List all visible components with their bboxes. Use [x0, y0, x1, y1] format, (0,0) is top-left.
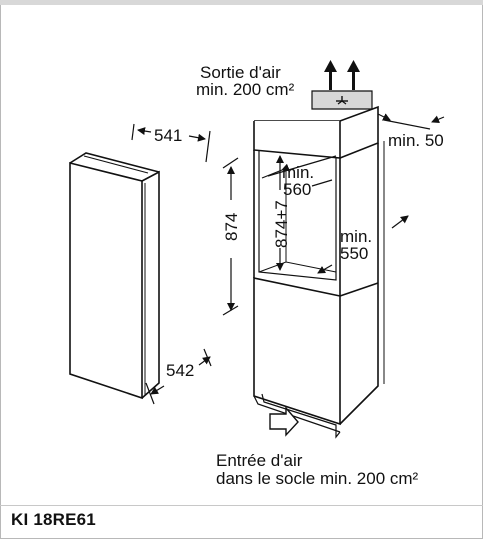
inlet-label-line1: Entrée d'air [216, 451, 303, 470]
top-bar [0, 0, 483, 5]
inlet-arrow [269, 406, 299, 437]
outlet-arrows [324, 60, 360, 90]
dim-width-bottom [145, 348, 212, 405]
footer-divider [0, 505, 483, 506]
width-bottom-label: 542 [166, 361, 194, 380]
installation-diagram: Sortie d'air min. 200 cm² 541 542 874 87… [69, 60, 445, 488]
inlet-label-line2: dans le socle min. 200 cm² [216, 469, 419, 488]
dim-height [222, 157, 239, 316]
niche-width-label-line1: min. [282, 163, 314, 182]
model-number: KI 18RE61 [11, 510, 96, 529]
dim-niche-depth [317, 215, 409, 274]
height-label: 874 [222, 213, 241, 241]
dim-width-top [131, 123, 211, 163]
niche-width-label-line2: 560 [283, 180, 311, 199]
width-top-label: 541 [154, 126, 182, 145]
outlet-label-line1: Sortie d'air [200, 63, 281, 82]
dim-gap-back [377, 113, 445, 130]
outlet-label-line2: min. 200 cm² [196, 80, 295, 99]
appliance-drawing [69, 152, 160, 400]
dim-niche-width [261, 155, 337, 187]
cabinet-drawing [253, 90, 385, 439]
niche-depth-label-line1: min. [340, 227, 372, 246]
gap-back-label: min. 50 [388, 131, 444, 150]
niche-height-label: 874+7 [272, 200, 291, 248]
niche-depth-label-line2: 550 [340, 244, 368, 263]
